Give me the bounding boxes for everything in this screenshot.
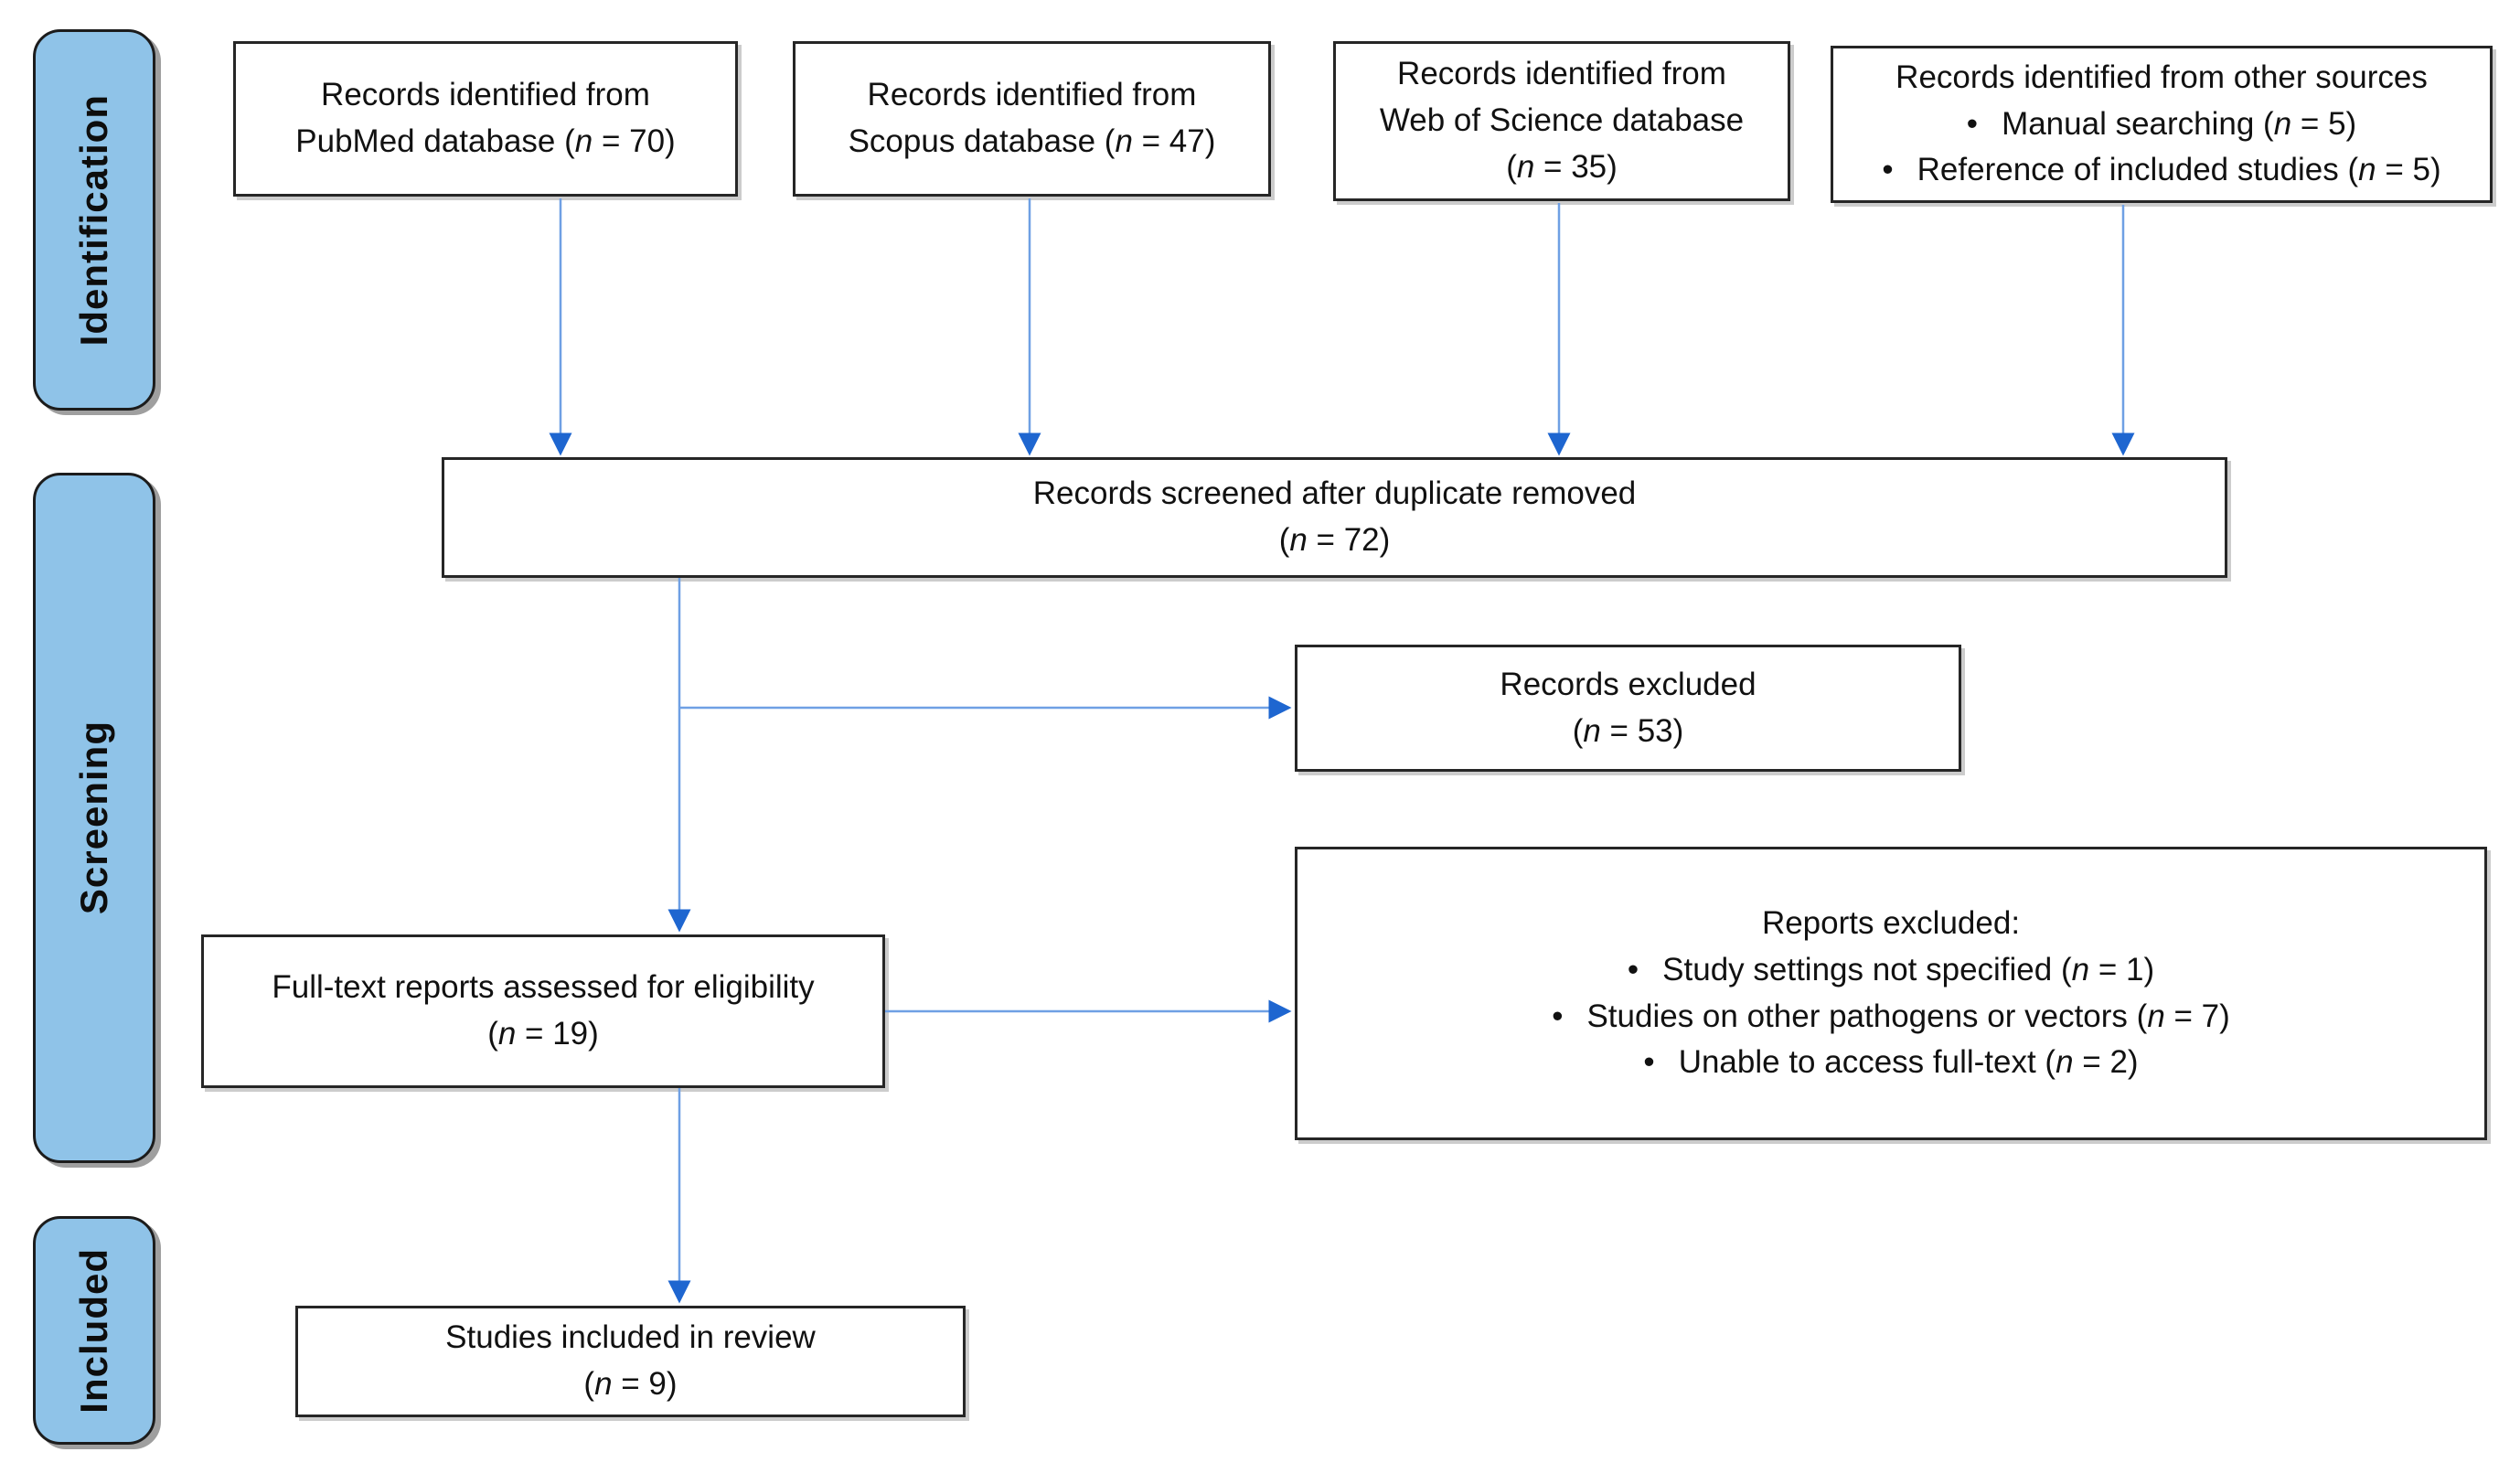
box-text-line: PubMed database (n = 70) <box>295 123 676 159</box>
box-records-excluded: Records excluded (n = 53) <box>1295 645 1961 772</box>
bullet-marker: • <box>1627 951 1639 988</box>
box-text-line: (n = 9) <box>583 1366 678 1402</box>
stage-bar-identification: Identification <box>33 29 155 411</box>
box-text-line: (n = 19) <box>487 1016 599 1052</box>
bullet-item: • Study settings not specified (n = 1) <box>1628 947 2154 994</box>
box-web-of-science-records: Records identified from Web of Science d… <box>1333 41 1790 201</box>
stage-label-identification: Identification <box>72 93 115 347</box>
bullet-marker: • <box>1882 152 1894 188</box>
box-text-line: (n = 35) <box>1506 148 1618 185</box>
bullet-marker: • <box>1552 998 1564 1034</box>
box-text-line: (n = 53) <box>1572 712 1684 749</box>
stage-label-screening: Screening <box>72 721 115 915</box>
box-scopus-records: Records identified from Scopus database … <box>793 41 1271 197</box>
bullet-text: Study settings not specified (n = 1) <box>1662 951 2155 988</box>
bullet-text: Reference of included studies (n = 5) <box>1917 152 2441 188</box>
box-text-line: Records identified from other sources <box>1895 59 2428 95</box>
box-studies-included: Studies included in review (n = 9) <box>295 1306 966 1417</box>
bullet-item: • Manual searching (n = 5) <box>1967 101 2356 148</box>
bullet-item: • Unable to access full-text (n = 2) <box>1643 1040 2138 1086</box>
stage-label-included: Included <box>72 1247 115 1414</box>
bullet-text: Unable to access full-text (n = 2) <box>1678 1044 2139 1081</box>
box-text-line: Records identified from <box>867 77 1197 113</box>
bullet-marker: • <box>1643 1044 1655 1081</box>
box-text-line: Records identified from <box>1397 56 1726 92</box>
box-pubmed-records: Records identified from PubMed database … <box>233 41 738 197</box>
box-fulltext-assessed: Full-text reports assessed for eligibili… <box>201 934 885 1088</box>
box-other-sources-records: Records identified from other sources • M… <box>1831 46 2493 203</box>
box-text-line: Scopus database (n = 47) <box>848 123 1216 159</box>
stage-bar-included: Included <box>33 1216 155 1445</box>
bullet-text: Manual searching (n = 5) <box>2002 105 2357 142</box>
box-text-line: Full-text reports assessed for eligibili… <box>272 969 815 1006</box>
bullet-text: Studies on other pathogens or vectors (n… <box>1586 998 2230 1034</box>
bullet-item: • Reference of included studies (n = 5) <box>1882 147 2440 194</box>
box-reports-excluded: Reports excluded: • Study settings not sp… <box>1295 847 2487 1140</box>
bullet-marker: • <box>1966 105 1979 142</box>
box-records-screened: Records screened after duplicate removed… <box>442 457 2227 578</box>
stage-bar-screening: Screening <box>33 473 155 1163</box>
box-text-line: Reports excluded: <box>1761 905 2021 941</box>
box-text-line: Records screened after duplicate removed <box>1032 475 1637 512</box>
box-text-line: Records identified from <box>321 77 650 113</box>
box-text-line: Web of Science database <box>1379 102 1745 139</box>
box-text-line: (n = 72) <box>1278 522 1391 558</box>
bullet-item: • Studies on other pathogens or vectors (… <box>1552 994 2230 1041</box>
box-text-line: Records excluded <box>1500 666 1757 702</box>
box-text-line: Studies included in review <box>445 1319 816 1356</box>
